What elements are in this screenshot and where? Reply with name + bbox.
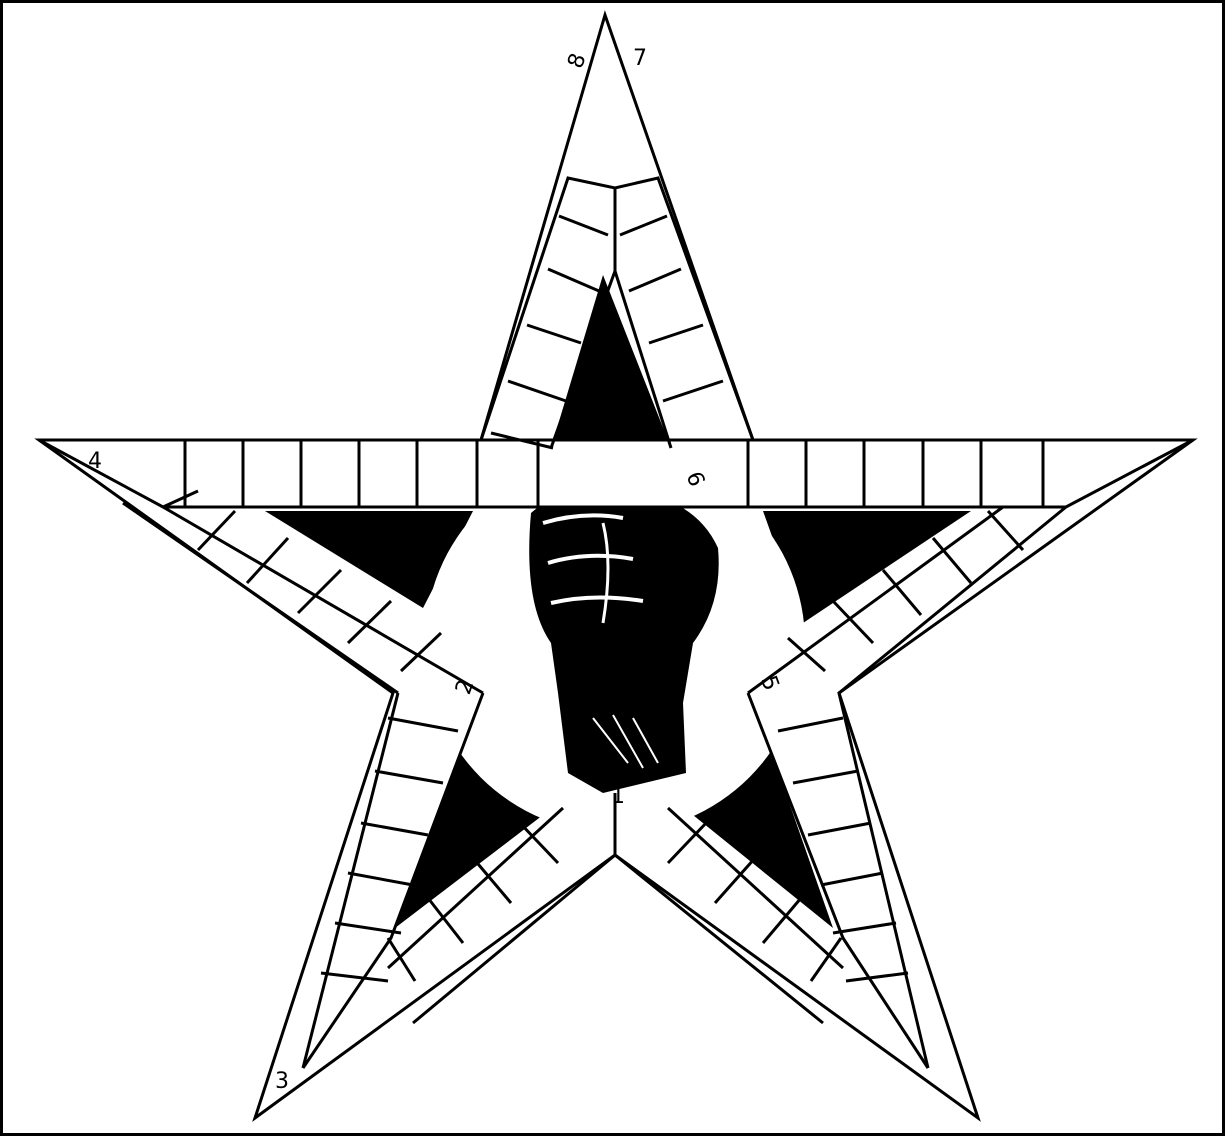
label-1: 1 — [611, 784, 625, 809]
label-8: 8 — [563, 50, 591, 72]
label-4: 4 — [88, 449, 102, 474]
label-7: 7 — [633, 46, 647, 71]
label-3: 3 — [275, 1069, 289, 1094]
star-board: 1 2 3 4 5 6 7 8 — [3, 3, 1225, 1139]
crossbar-track — [39, 440, 1193, 507]
